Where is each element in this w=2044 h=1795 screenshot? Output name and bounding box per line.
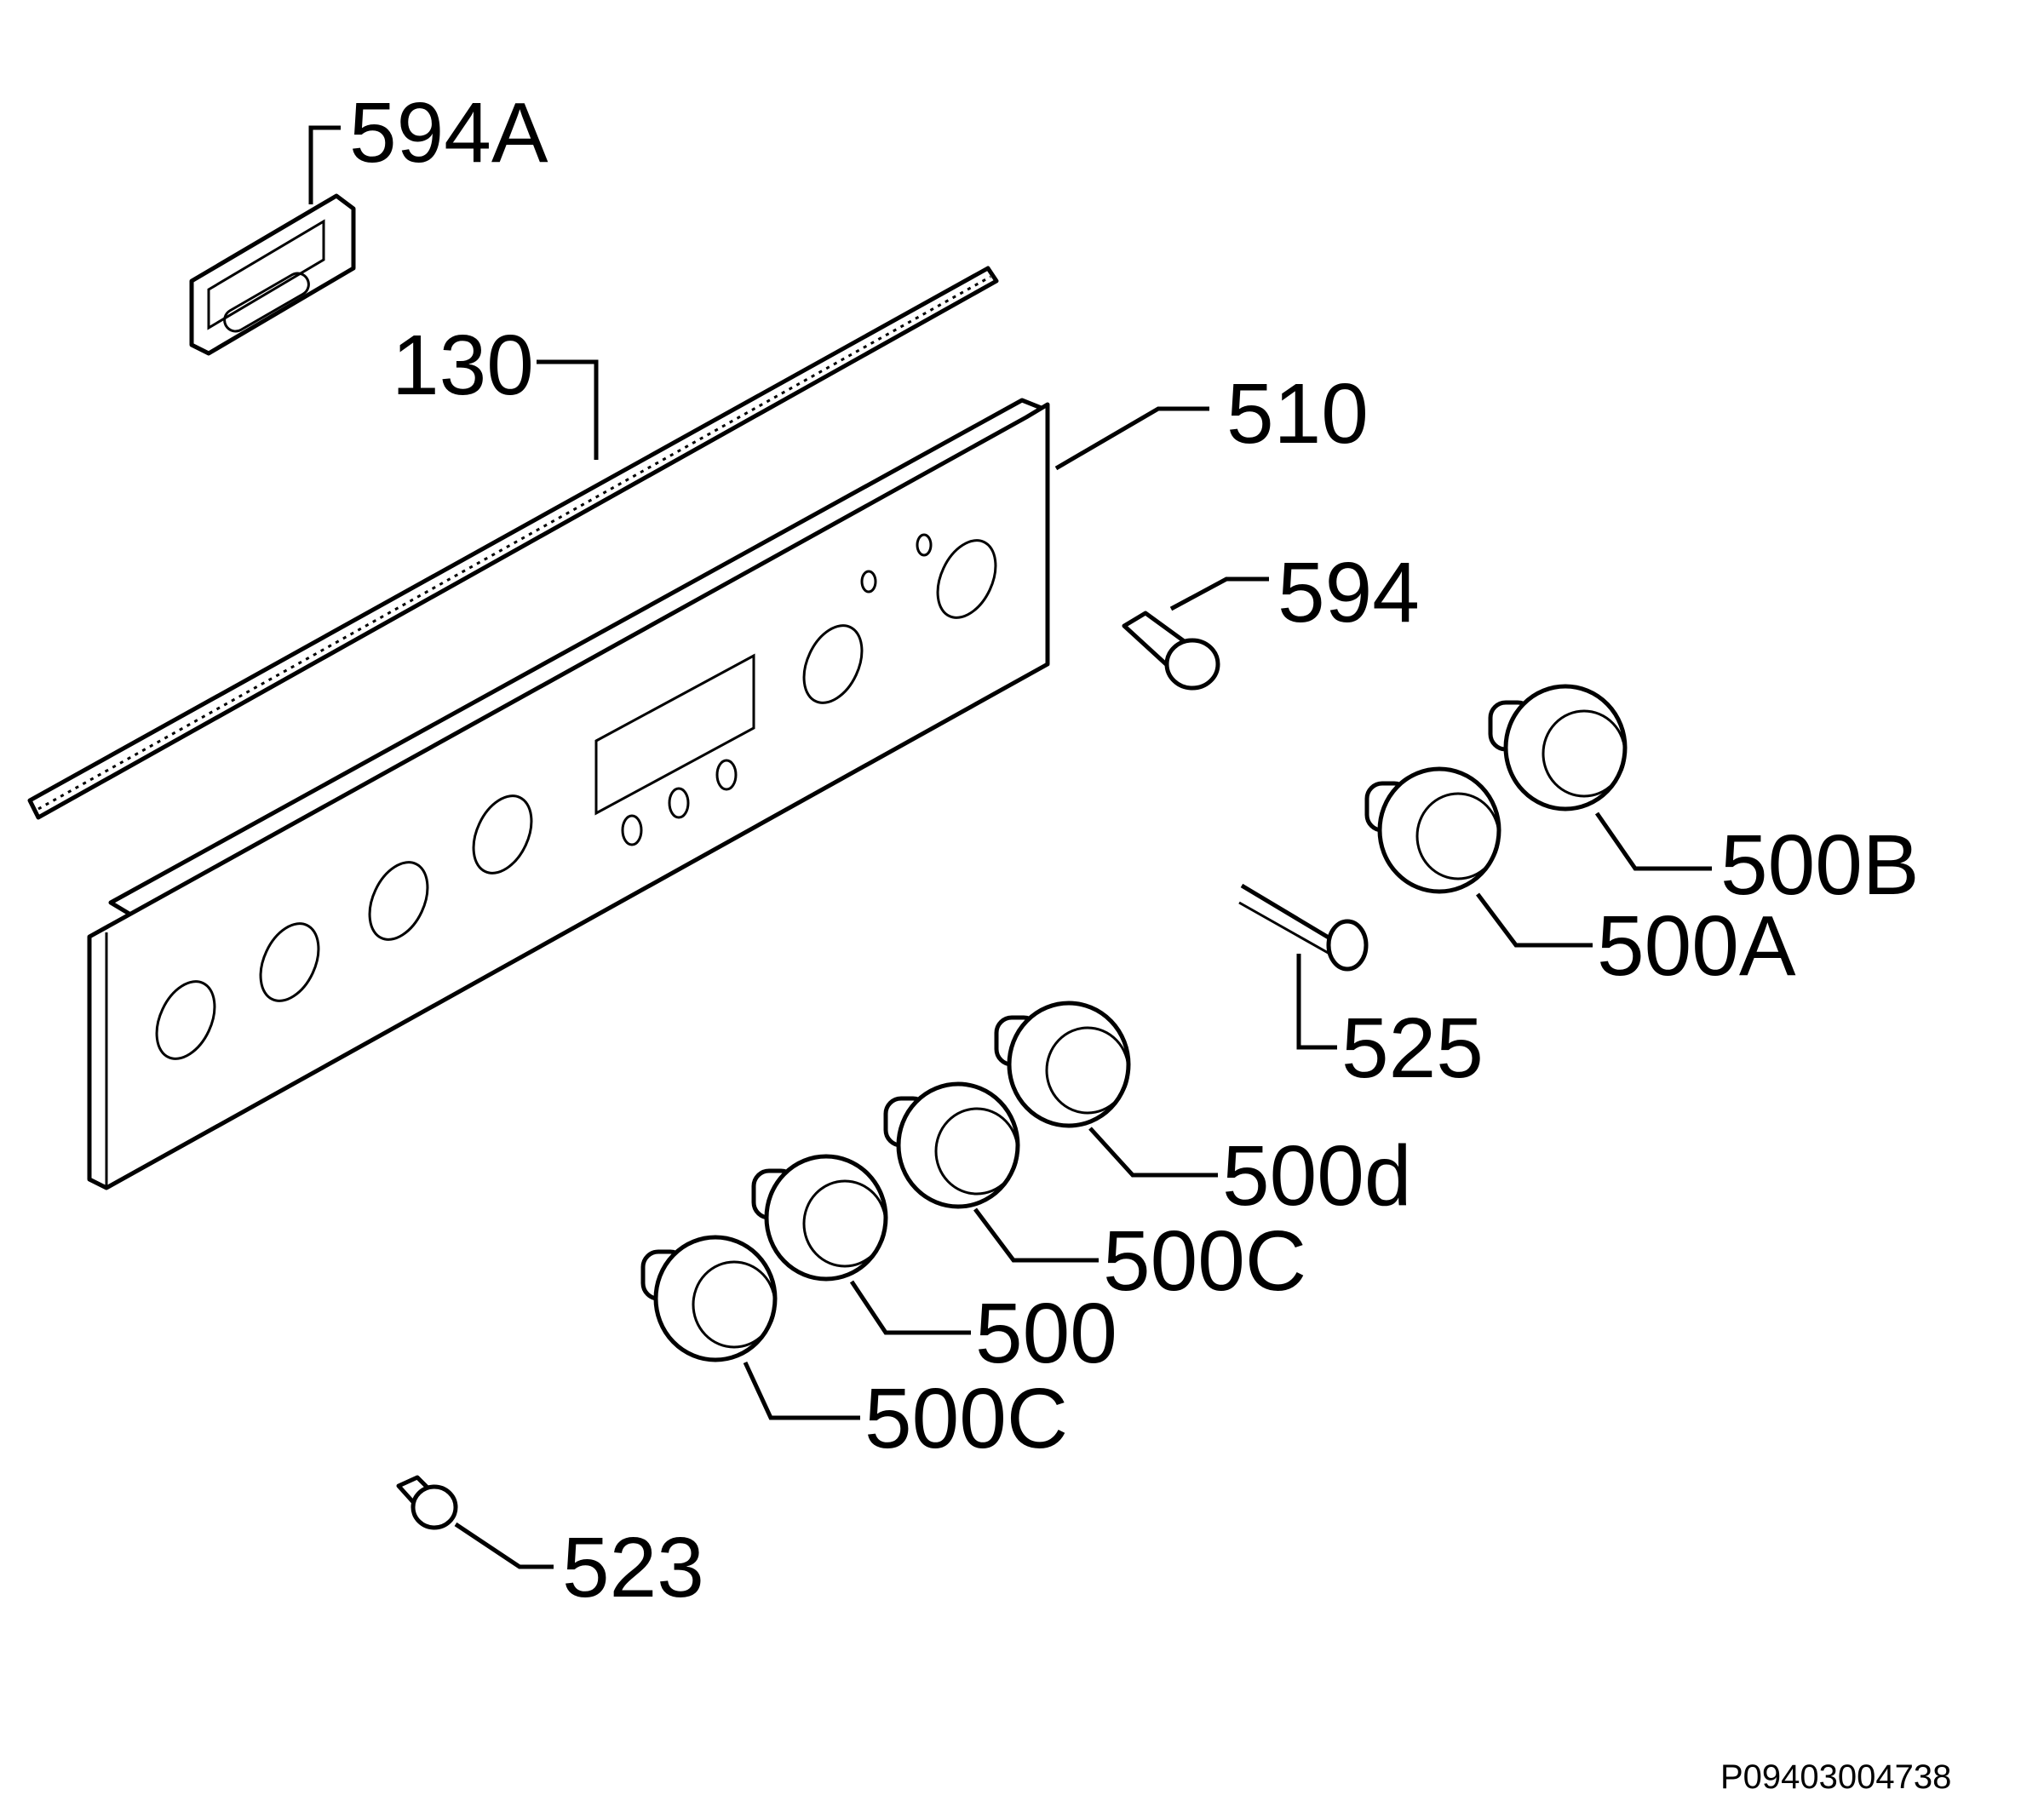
part-130-strip [27, 266, 999, 820]
panel-knob-hole-2 [259, 922, 320, 1002]
label-500d: 500d [1222, 1128, 1411, 1224]
part-500C-upper-knob [883, 1081, 1099, 1263]
label-500: 500 [975, 1286, 1117, 1381]
part-594A-bracket [189, 125, 356, 356]
panel-knob-hole-5 [802, 624, 864, 704]
part-500d-knob [994, 1001, 1218, 1178]
part-523-screw [396, 1475, 554, 1569]
part-500C-lower-knob [640, 1235, 860, 1420]
panel-knob-hole-6 [936, 539, 997, 619]
label-500C-lower: 500C [864, 1371, 1068, 1466]
part-500-knob [751, 1154, 971, 1335]
part-510-control-panel [87, 398, 1209, 1190]
label-500B: 500B [1720, 817, 1920, 913]
label-523: 523 [562, 1520, 704, 1615]
label-594: 594 [1278, 545, 1420, 640]
label-500A: 500A [1597, 898, 1796, 994]
panel-button-hole-3 [715, 759, 738, 791]
panel-knob-hole-1 [155, 980, 216, 1060]
part-500A-knob [1364, 766, 1593, 948]
label-594A: 594A [349, 85, 548, 181]
label-130: 130 [392, 318, 534, 413]
panel-lamp-hole-2 [916, 533, 933, 557]
label-510: 510 [1226, 366, 1369, 462]
label-500C-upper: 500C [1103, 1213, 1306, 1309]
panel-button-hole-1 [621, 814, 643, 846]
label-525: 525 [1341, 1001, 1484, 1096]
part-525-shaft [1238, 883, 1369, 1050]
panel-button-hole-2 [668, 787, 690, 819]
panel-lamp-hole-1 [860, 570, 877, 594]
drawing-reference-number: P09403004738 [1720, 1758, 1951, 1795]
part-500B-knob [1488, 684, 1712, 871]
panel-knob-hole-3 [368, 861, 429, 941]
part-594-lamp-holder [1122, 576, 1269, 691]
panel-knob-hole-4 [472, 794, 533, 875]
